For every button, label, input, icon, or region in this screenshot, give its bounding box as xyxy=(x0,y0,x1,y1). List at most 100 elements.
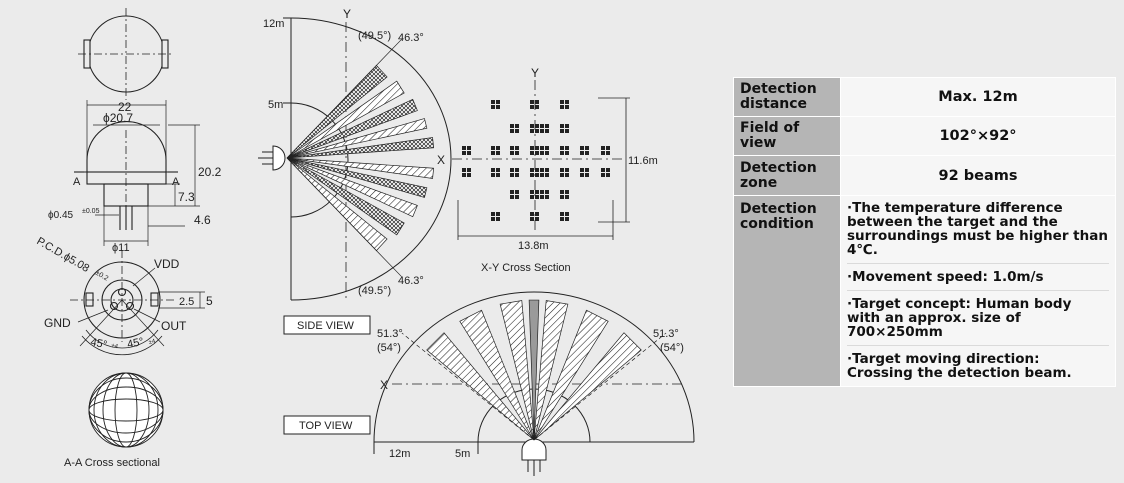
beam-fan xyxy=(533,300,569,441)
zone-block xyxy=(545,124,549,128)
spec-value-fov: 102°×92° xyxy=(840,116,1116,156)
zone-block xyxy=(560,212,564,216)
zone-block xyxy=(491,168,495,172)
side-view-label: SIDE VIEW xyxy=(297,320,354,332)
zone-block xyxy=(560,173,564,177)
zone-block xyxy=(462,151,466,155)
beam-fan xyxy=(286,157,428,198)
pin-label-vdd: VDD xyxy=(154,257,180,271)
zone-block xyxy=(496,173,500,177)
zone-block xyxy=(585,146,589,150)
zone-block xyxy=(491,173,495,177)
zone-block xyxy=(491,217,495,221)
spec-label-fov: Field of view xyxy=(733,116,841,156)
xy-dim-height: 11.6m xyxy=(628,155,658,167)
zone-block xyxy=(585,151,589,155)
zone-block xyxy=(515,190,519,194)
pin-angle-left-tol: ±4 xyxy=(111,343,119,350)
beam-fan xyxy=(286,118,428,159)
zone-block xyxy=(530,151,534,155)
spec-row-fov: Field of view 102°×92° xyxy=(733,116,1116,156)
side-angle-bot: 46.3° xyxy=(398,275,424,287)
zone-block xyxy=(565,190,569,194)
top-angle-right: 51.3° xyxy=(653,328,679,340)
zone-block xyxy=(601,151,605,155)
zone-block xyxy=(530,146,534,150)
spec-label-zone: Detection zone xyxy=(733,155,841,196)
top-view-label-box: TOP VIEW xyxy=(283,415,371,435)
zone-block xyxy=(560,195,564,199)
side-angle-top-paren: (49.5°) xyxy=(358,30,391,42)
zone-block xyxy=(540,195,544,199)
zone-block xyxy=(565,212,569,216)
zone-block xyxy=(535,195,539,199)
zone-block xyxy=(535,151,539,155)
beam-fan xyxy=(426,332,535,441)
beam-fan xyxy=(286,157,418,218)
zone-block xyxy=(560,217,564,221)
xy-caption: X-Y Cross Section xyxy=(481,262,571,274)
xy-axis-x: X xyxy=(437,153,445,167)
zone-block xyxy=(560,190,564,194)
zone-block xyxy=(580,168,584,172)
zone-block xyxy=(540,168,544,172)
spec-value-zone: 92 beams xyxy=(840,155,1116,196)
dim-2-5: 2.5 xyxy=(179,296,194,308)
zone-block xyxy=(530,195,534,199)
zone-block xyxy=(565,217,569,221)
zone-block xyxy=(535,173,539,177)
zone-block xyxy=(585,168,589,172)
side-angle-bot-paren: (49.5°) xyxy=(358,285,391,297)
spec-label-distance: Detection distance xyxy=(733,77,841,117)
zone-block xyxy=(496,217,500,221)
dim-pin-tol: ±0.05 xyxy=(82,208,100,215)
zone-block xyxy=(565,151,569,155)
spec-row-distance: Detection distance Max. 12m xyxy=(733,77,1116,117)
condition-item: ·Movement speed: 1.0m/s xyxy=(847,263,1109,290)
pin-angle-left: 45° xyxy=(89,336,108,351)
pcd-tol: ±0.2 xyxy=(94,270,109,283)
zone-block xyxy=(560,151,564,155)
zone-block xyxy=(565,105,569,109)
zone-block xyxy=(565,195,569,199)
zone-block xyxy=(545,129,549,133)
zone-block xyxy=(491,100,495,104)
zone-block xyxy=(535,217,539,221)
zone-block xyxy=(496,212,500,216)
zone-block xyxy=(496,105,500,109)
zone-block xyxy=(510,129,514,133)
zone-block xyxy=(560,100,564,104)
zone-block xyxy=(496,146,500,150)
pin-angle-right-tol: ±4 xyxy=(148,339,156,346)
zone-block xyxy=(462,173,466,177)
side-angle-top: 46.3° xyxy=(398,32,424,44)
side-view-drawing xyxy=(258,17,452,301)
zone-block xyxy=(560,129,564,133)
lens-caption: A-A Cross sectional xyxy=(64,457,160,469)
zone-block xyxy=(545,190,549,194)
section-marker-a-left: A xyxy=(73,176,81,188)
top-axis-x: X xyxy=(380,378,388,392)
top-view-drawing xyxy=(373,291,695,476)
zone-block xyxy=(515,146,519,150)
zone-block xyxy=(530,100,534,104)
zone-block xyxy=(515,124,519,128)
beam-fan xyxy=(286,137,435,159)
zone-block xyxy=(601,146,605,150)
zone-block xyxy=(530,124,534,128)
zone-block xyxy=(565,100,569,104)
zone-block xyxy=(510,195,514,199)
dome-elevation-view xyxy=(74,100,200,246)
zone-block xyxy=(496,168,500,172)
zone-block xyxy=(565,129,569,133)
zone-block xyxy=(515,151,519,155)
side-tick-12m: 12m xyxy=(263,18,284,30)
zone-block xyxy=(530,168,534,172)
zone-block xyxy=(606,146,610,150)
beam-fan xyxy=(528,299,540,441)
zone-block xyxy=(462,168,466,172)
side-view-beams xyxy=(286,39,435,277)
dim-height-20-2: 20.2 xyxy=(198,165,222,179)
zone-block xyxy=(606,151,610,155)
